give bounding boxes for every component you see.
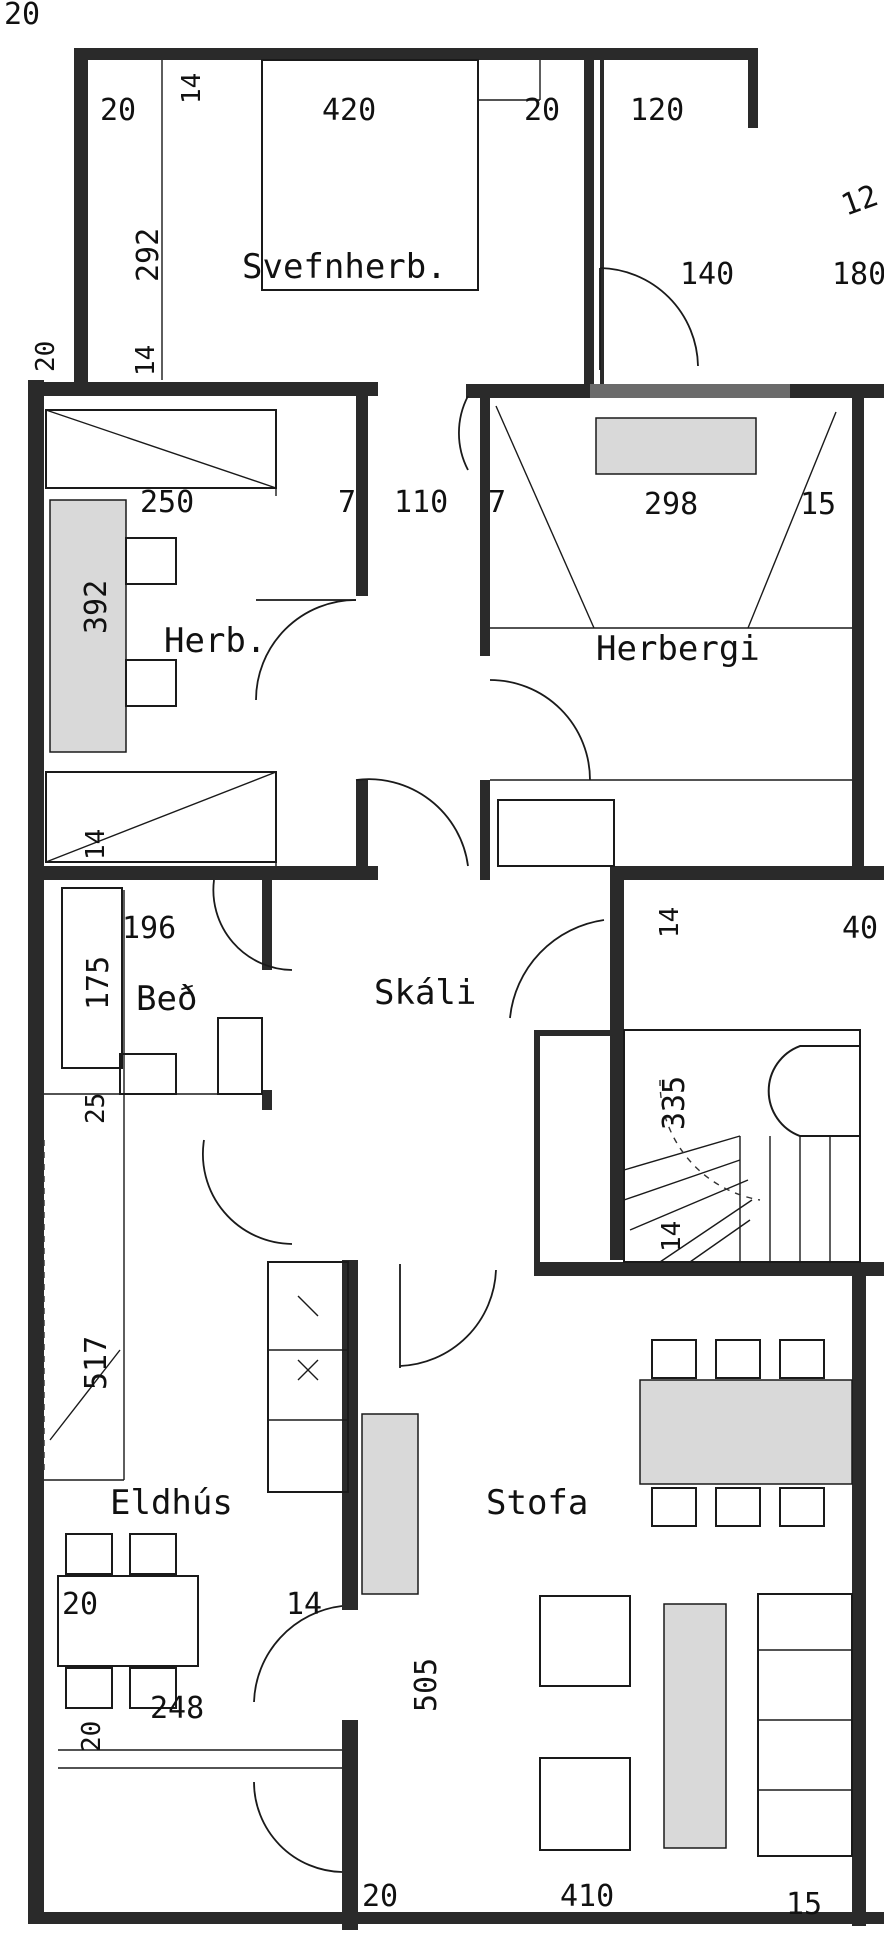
dim-298: 298 [644, 487, 698, 522]
dim-20-left: 20 [31, 341, 61, 372]
fireplace [361, 1413, 419, 1595]
wall-herb-right [356, 396, 368, 596]
door-herbergi [489, 679, 591, 781]
dim-20-top-corner: 20 [4, 0, 40, 32]
room-label-svefnherb: Svefnherb. [242, 247, 447, 287]
dim-517: 517 [79, 1336, 114, 1390]
room-labels: Svefnherb. Herb. Herbergi Beð Skáli Eldh… [110, 247, 760, 1523]
dim-20-bottom: 20 [362, 1879, 398, 1914]
armchair-bottom [539, 1757, 631, 1851]
kitchen-counter [267, 1261, 349, 1493]
wall-kitchen-stofa [342, 1260, 358, 1610]
dim-248: 248 [150, 1691, 204, 1726]
room-label-skali: Skáli [374, 973, 476, 1013]
dim-120: 120 [630, 93, 684, 128]
sofa [757, 1593, 853, 1857]
wall-bedroom-left [74, 48, 88, 388]
dim-15-bottom: 15 [786, 1887, 822, 1922]
dim-20-b: 20 [524, 93, 560, 128]
dim-14-top: 14 [177, 73, 207, 104]
dim-40: 40 [842, 911, 878, 946]
dim-14-stair-bottom: 14 [657, 1221, 687, 1252]
dim-175: 175 [81, 956, 116, 1010]
dim-12-partial: 12 [837, 178, 883, 223]
wall-stair-bottom [534, 1262, 884, 1276]
dim-15-top: 15 [800, 487, 836, 522]
armchair-top [539, 1595, 631, 1687]
wall-herb-bottom [28, 866, 378, 880]
dim-410: 410 [560, 1879, 614, 1914]
wall-left-outer [28, 380, 44, 1920]
dining-table [639, 1379, 853, 1485]
dim-196: 196 [122, 911, 176, 946]
wall-bottom [28, 1912, 884, 1924]
door-skali [509, 919, 605, 1019]
room-label-bad: Beð [136, 979, 197, 1019]
door-bad [212, 879, 293, 971]
dim-250: 250 [140, 485, 194, 520]
fixtures [43, 59, 861, 1873]
dim-7-b: 7 [488, 485, 506, 520]
coffee-table [663, 1603, 727, 1849]
staircase [623, 1029, 861, 1263]
dim-420: 420 [322, 93, 376, 128]
bathtub [61, 887, 123, 1069]
dim-392: 392 [79, 580, 114, 634]
dim-25: 25 [81, 1093, 111, 1124]
dim-14-kitchen: 14 [286, 1587, 322, 1622]
dim-20-a: 20 [100, 93, 136, 128]
dim-20-kitchen: 20 [62, 1587, 98, 1622]
room-label-herbergi: Herbergi [596, 629, 760, 669]
dim-14-left: 14 [131, 345, 161, 376]
door-eldhus [253, 1605, 343, 1703]
wall-herb-top [28, 382, 378, 396]
dim-14-mid-left: 14 [81, 829, 111, 860]
bed-herbergi [595, 417, 757, 475]
dim-7-a: 7 [338, 485, 356, 520]
dim-180: 180 [832, 257, 884, 292]
dim-110: 110 [394, 485, 448, 520]
kitchen-table [57, 1575, 199, 1667]
dim-14-stair-top: 14 [655, 907, 685, 938]
room-label-eldhus: Eldhús [110, 1483, 233, 1523]
dim-20-low: 20 [77, 1721, 107, 1752]
wall-bedroom-right [748, 48, 758, 128]
dim-335: 335 [657, 1076, 692, 1130]
dimension-labels: 20 20 14 420 20 120 292 140 180 12 20 14… [4, 0, 884, 1922]
dim-140: 140 [680, 257, 734, 292]
bed-herb [49, 499, 127, 753]
room-label-stofa: Stofa [486, 1483, 588, 1523]
walls [28, 48, 884, 1930]
dim-505: 505 [409, 1658, 444, 1712]
wall-stair-left [610, 880, 624, 1260]
dim-292: 292 [131, 228, 166, 282]
bed-svefnherb [261, 59, 479, 291]
room-label-herb: Herb. [164, 621, 266, 661]
wall-top-bedroom [80, 48, 756, 60]
